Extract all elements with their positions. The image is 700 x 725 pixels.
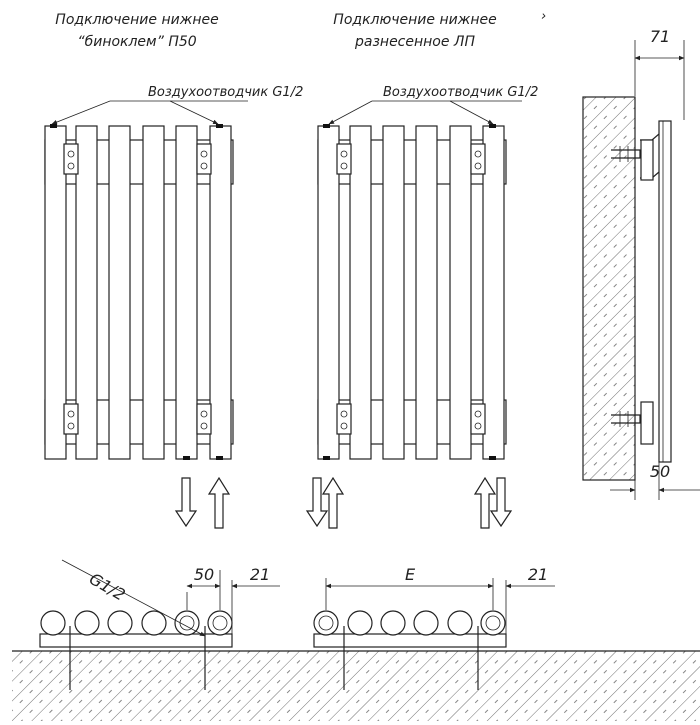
plan-view-left: G1/2 50 21 <box>39 559 280 690</box>
radiator-front-left: Воздухоотводчик G1/2 <box>44 85 303 460</box>
label-thread-g12: G1/2 <box>86 569 129 605</box>
air-vent-label-left: Воздухоотводчик G1/2 <box>148 85 303 100</box>
dim-depth-71: 71 <box>650 27 670 46</box>
dim-bin-spacing-50: 50 <box>194 565 214 584</box>
dim-bin-offset-21: 21 <box>250 565 270 584</box>
title-left-line1: Подключение нижнее <box>55 12 218 28</box>
air-vent-label-right: Воздухоотводчик G1/2 <box>383 85 538 100</box>
dim-e-spacing: E <box>405 565 416 584</box>
corner-mark: › <box>541 9 546 24</box>
dim-wall-gap-50: 50 <box>650 462 670 481</box>
side-view: 71 50 <box>582 27 700 500</box>
flow-arrows-left <box>174 476 231 529</box>
dim-e-offset-21: 21 <box>528 565 548 584</box>
flow-arrows-right <box>305 476 513 529</box>
floor-section <box>12 650 700 721</box>
title-left-line2: “биноклем” П50 <box>77 34 196 50</box>
title-right-line1: Подключение нижнее <box>333 12 496 28</box>
plan-view-right: E 21 <box>313 565 555 690</box>
radiator-front-right: Воздухоотводчик G1/2 <box>317 85 538 460</box>
title-right-line2: разнесенное ЛП <box>354 34 475 50</box>
